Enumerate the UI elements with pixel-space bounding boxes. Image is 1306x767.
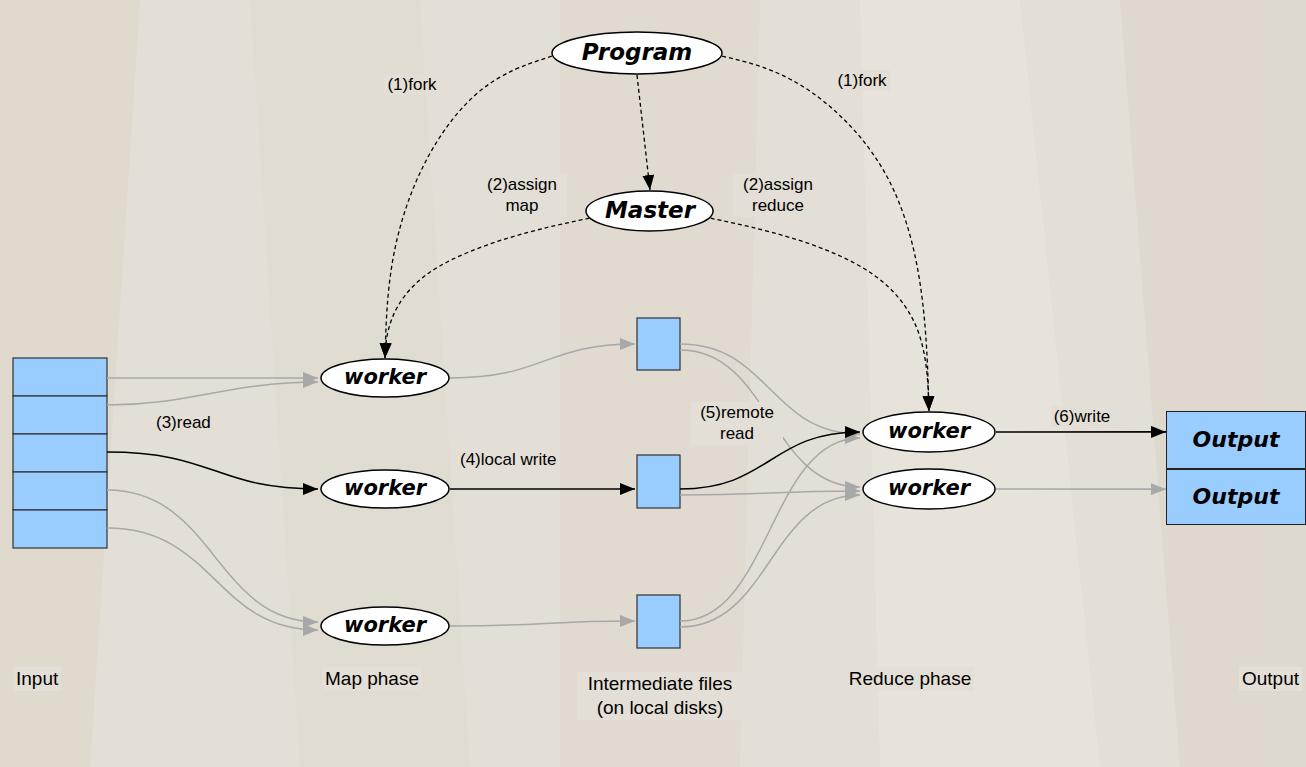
control-arrow (722, 56, 929, 411)
edge-label: (1)fork (384, 74, 439, 95)
node-label: Program (582, 40, 693, 65)
node-label: worker (888, 420, 970, 443)
intermediate-files (637, 318, 680, 648)
map-worker: worker (320, 606, 450, 646)
remote-read-line (680, 438, 860, 621)
node-label: Output (1193, 428, 1280, 452)
phase-label: Intermediate files (on local disks) (577, 672, 743, 720)
input-split (13, 434, 107, 472)
trench-band (560, 0, 760, 767)
step-label: (3)read (153, 412, 214, 433)
phase-label: Input (13, 667, 61, 691)
remote-read-line (680, 350, 860, 487)
intermediate-file (637, 318, 680, 370)
ellipse-shape (552, 32, 722, 74)
remote-read-line (680, 491, 860, 495)
step-label: (4)local write (457, 449, 559, 470)
edge-label: (6)write (1051, 406, 1114, 427)
read-line (107, 490, 318, 622)
reduce-worker: worker (862, 468, 996, 510)
node-label: worker (344, 477, 426, 500)
reduce-worker: worker (862, 411, 996, 453)
input-split (13, 358, 107, 396)
control-arrow (637, 75, 650, 190)
output-file: Output (1166, 469, 1306, 525)
input-split (13, 472, 107, 510)
output-file: Output (1166, 411, 1306, 469)
ellipse-shape (321, 470, 449, 508)
edge-label: (1)fork (834, 70, 889, 91)
node-label: Output (1193, 485, 1280, 509)
local-write-line (450, 621, 635, 626)
node-label: worker (344, 366, 426, 389)
remote-read-line (680, 495, 860, 627)
ellipse-shape (586, 191, 713, 231)
node-label: worker (344, 614, 426, 637)
trench-band (0, 0, 140, 767)
read-line (107, 382, 318, 405)
local-write-line (450, 488, 635, 490)
ellipse-shape (863, 469, 995, 509)
master-ellipse: Master (585, 190, 714, 232)
control-arrow (385, 218, 589, 358)
program-ellipse: Program (551, 31, 723, 75)
write-arrow (996, 488, 1166, 490)
node-label: Master (605, 198, 695, 223)
local-write-line (450, 344, 635, 378)
trench-band (860, 0, 1100, 767)
data-flow-lines (107, 344, 860, 630)
node-label: worker (888, 477, 970, 500)
write-arrow (996, 431, 1166, 433)
control-arrow (711, 218, 929, 411)
phase-label: Map phase (322, 667, 422, 691)
intermediate-file (637, 455, 680, 508)
input-split (13, 396, 107, 434)
phase-label: Reduce phase (846, 667, 975, 691)
intermediate-file (637, 595, 680, 648)
ellipse-shape (321, 607, 449, 645)
ellipse-shape (321, 359, 449, 397)
input-split (13, 510, 107, 548)
trench-band (1120, 0, 1306, 767)
read-line (107, 452, 318, 489)
ellipse-shape (863, 412, 995, 452)
phase-label: Output (1239, 667, 1302, 691)
input-splits (13, 358, 107, 548)
map-worker: worker (320, 469, 450, 509)
edge-label: (2)assign reduce (733, 174, 823, 217)
map-worker: worker (320, 358, 450, 398)
step-label: (5)remote read (691, 402, 783, 445)
edge-label: (2)assign map (477, 174, 567, 217)
read-line (107, 528, 318, 630)
read-line (107, 377, 318, 379)
